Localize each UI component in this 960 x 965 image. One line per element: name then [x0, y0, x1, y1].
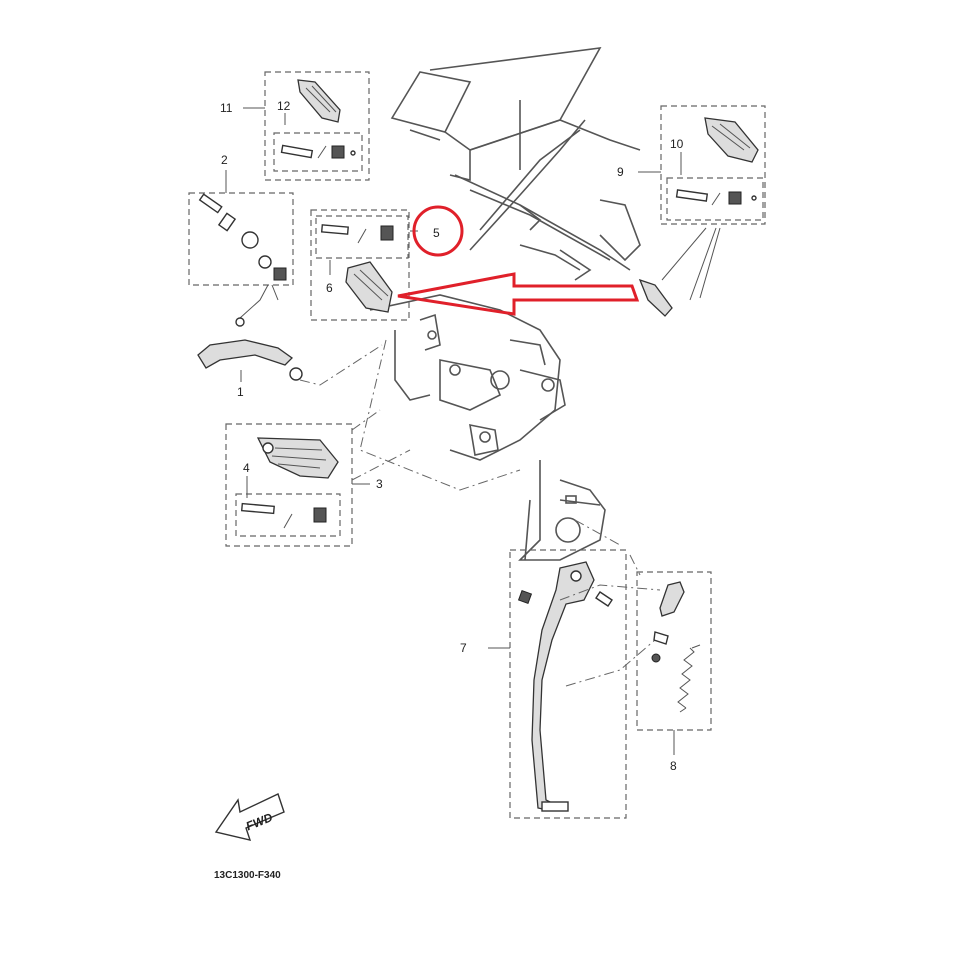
highlight-arrow: [397, 272, 640, 316]
callout-1: 1: [237, 385, 244, 399]
sidestand-foot: [541, 801, 569, 812]
rear-footrest-pin: [675, 189, 709, 202]
footrest-pin: [280, 144, 314, 159]
step-spring: [380, 225, 394, 241]
rear-footrest-mounted: [638, 278, 673, 317]
pedal-bolt: [198, 193, 223, 214]
group-box-2: 2: [188, 153, 294, 286]
brake-pedal: [197, 339, 294, 369]
callout-8: 8: [670, 759, 677, 773]
group-box-8: 8: [629, 554, 712, 773]
group-box-9: 9 10: [617, 105, 766, 317]
connector-lines: [359, 339, 661, 601]
callout-6: 6: [326, 281, 333, 295]
group-box-3: 3 4: [225, 409, 411, 547]
front-footrest-right: [345, 261, 393, 313]
group-box-11: 11 12: [220, 71, 370, 181]
brake-pedal-group: 1: [197, 284, 383, 399]
callout-11: 11: [220, 101, 233, 115]
callout-7: 7: [460, 641, 467, 655]
drawing-code: 13C1300-F340: [214, 870, 281, 881]
sidestand: [531, 561, 595, 811]
fwd-arrow-icon: [214, 793, 285, 841]
rear-frame-drawing: [390, 47, 641, 281]
stand-bracket-drawing: [518, 460, 606, 561]
callout-10: 10: [670, 137, 684, 151]
step-pin: [320, 224, 349, 235]
callout-9: 9: [617, 165, 624, 179]
highlight-annotation: [397, 205, 640, 316]
callout-3: 3: [376, 477, 383, 491]
spring-hook: [659, 581, 685, 617]
group-box-7: 7: [460, 549, 656, 819]
pedal-spring-clip: [241, 231, 259, 249]
footrest-left-pin: [240, 502, 275, 515]
fwd-indicator: FWD: [214, 793, 285, 841]
callout-5: 5: [433, 226, 440, 240]
pedal-nut: [273, 267, 287, 281]
sidestand-bolt: [595, 591, 613, 607]
footrest-spring: [331, 145, 345, 159]
group-box-5: 5 6: [310, 209, 440, 321]
rear-footrest-right: [704, 117, 759, 163]
callout-2: 2: [221, 153, 228, 167]
main-frame-drawing: [369, 294, 566, 461]
callout-4: 4: [243, 461, 250, 475]
callout-12: 12: [277, 99, 291, 113]
highlight-circle: [412, 205, 464, 257]
